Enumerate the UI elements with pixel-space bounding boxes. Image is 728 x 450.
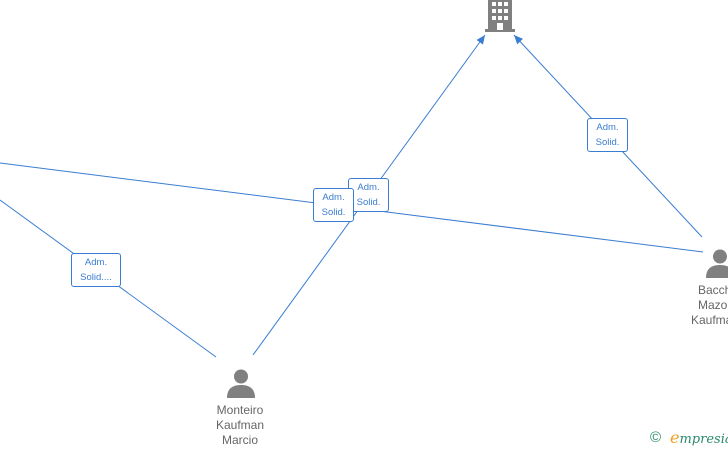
edge-label-monteiro-company[interactable]: Adm. Solid. [348,178,389,212]
edge-label-offscreen-bacch[interactable]: Adm. Solid. [313,188,354,222]
edge-label-bacch-company[interactable]: Adm. Solid. [587,118,628,152]
person-label-bacch: Bacch Mazon Kaufma [691,283,728,327]
person-label-monteiro: Monteiro Kaufman Marcio [215,403,265,447]
person-icon[interactable] [226,368,256,398]
edge-label-offscreen-monteiro[interactable]: Adm. Solid.... [71,253,121,287]
copyright-symbol: © [650,429,662,446]
person-icon[interactable] [705,248,728,278]
brand-logo: empresia [670,428,728,447]
building-icon[interactable] [484,0,516,32]
